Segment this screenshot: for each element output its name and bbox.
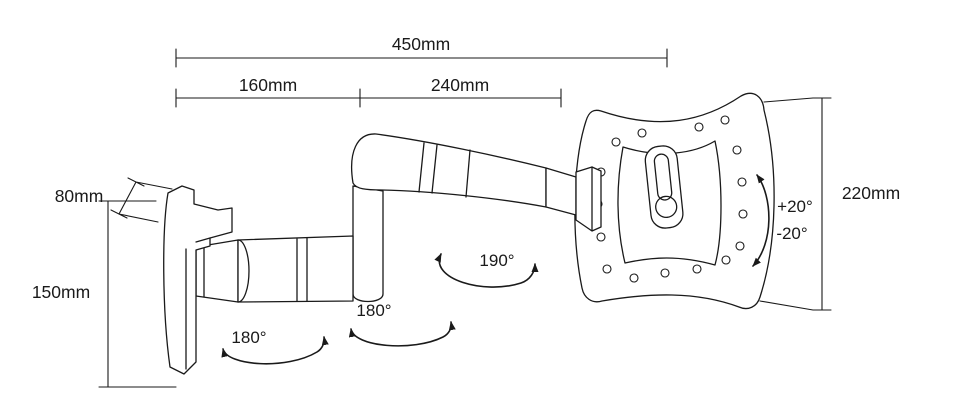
wall-mount-block [195, 239, 239, 303]
wall-bracket [163, 185, 233, 375]
dimension-line [759, 97, 832, 311]
articulating-arm [195, 133, 602, 303]
dimension-bracket-depth: 80mm [55, 177, 173, 223]
mounting-hole [692, 264, 702, 274]
dimension-label-segment-1: 160mm [239, 75, 297, 95]
dimension-line [175, 48, 668, 68]
dimension-label-plate-height: 220mm [842, 183, 900, 203]
mounting-hole [611, 137, 621, 147]
mounting-hole [596, 232, 606, 242]
mounting-hole [602, 264, 612, 274]
mounting-hole [660, 268, 670, 278]
mounting-hole [738, 209, 748, 219]
mounting-hole [694, 122, 704, 132]
rotation-arrow-base-swivel [221, 336, 329, 365]
arm-upper-joint-ring [418, 142, 471, 198]
dimension-line [110, 177, 173, 223]
angle-label-tilt-down: -20° [776, 224, 807, 243]
mounting-hole [629, 273, 639, 283]
angle-label-plate-swivel: 190° [479, 251, 514, 270]
dimension-label-bracket-height: 150mm [32, 282, 90, 302]
angle-label-tilt-up: +20° [777, 197, 813, 216]
mounting-hole [637, 128, 647, 138]
mounting-hole [737, 177, 747, 187]
arm-neck [545, 167, 577, 216]
dimension-line [175, 88, 562, 108]
dimension-arm-segments: 160mm 240mm [175, 75, 562, 108]
rotation-arrow-plate-swivel [434, 253, 539, 288]
angle-label-base-swivel: 180° [231, 328, 266, 347]
swivel-column [352, 185, 384, 303]
dimension-total-reach: 450mm [175, 34, 668, 68]
tilt-bracket [575, 166, 602, 232]
arm-lower-joint-ring [296, 237, 308, 302]
dimension-label-bracket-depth: 80mm [55, 186, 104, 206]
dimension-label-segment-2: 240mm [431, 75, 489, 95]
arm-lower-pivot-cap [237, 239, 250, 303]
mounting-hole [720, 115, 730, 125]
wall-bracket-outline [163, 185, 233, 375]
vesa-plate [574, 92, 775, 310]
dimension-plate-height: 220mm [759, 97, 900, 311]
tilt-arrow [752, 174, 770, 267]
vesa-center-slot [644, 145, 684, 229]
dimension-line [98, 200, 177, 388]
angle-label-elbow-swivel: 180° [356, 301, 391, 320]
slot-inner [653, 153, 673, 201]
mounting-hole [735, 241, 745, 251]
dimension-label-total-reach: 450mm [392, 34, 450, 54]
slot-knob [655, 195, 678, 219]
wall-bracket-inner-edge [185, 237, 211, 370]
arm-lower-segment [237, 235, 354, 303]
rotation-annotations: 190° 180° 180° +20° -20° [221, 174, 813, 365]
mounting-hole [732, 145, 742, 155]
dimension-bracket-height: 150mm [32, 200, 177, 388]
rotation-arrow-elbow-swivel [348, 321, 456, 347]
mounting-hole [721, 255, 731, 265]
vesa-plate-inner-outline [617, 140, 722, 266]
